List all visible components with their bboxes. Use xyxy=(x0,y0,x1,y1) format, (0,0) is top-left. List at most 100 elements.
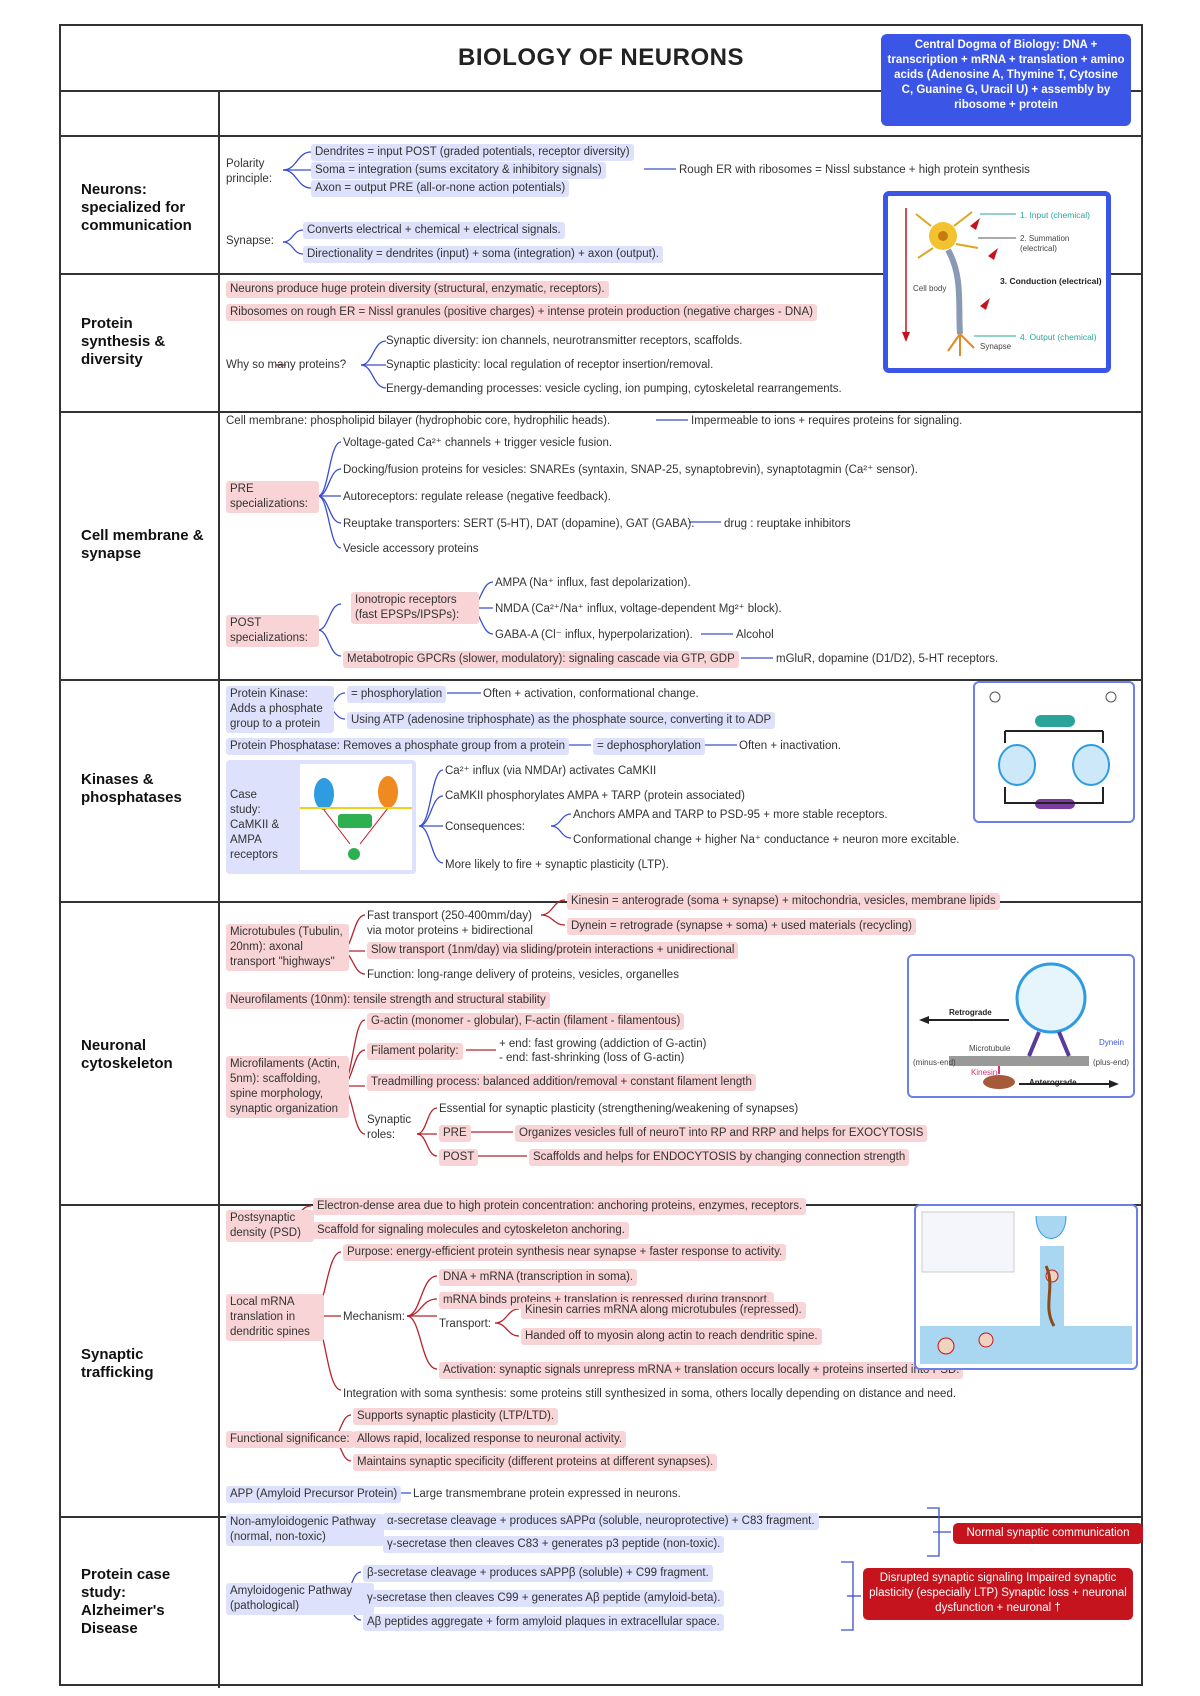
case-study-label: Case study: CaMKII & AMPA receptors xyxy=(230,788,288,863)
fig-label-input: 1. Input (chemical) xyxy=(1020,210,1090,220)
why-proteins-label: Why so many proteins? xyxy=(226,357,346,374)
mechanism-transcription: DNA + mRNA (transcription in soma). xyxy=(439,1269,637,1286)
normal-communication-box: Normal synaptic communication xyxy=(953,1523,1143,1544)
gamma-c99-note: γ-secretase then cleaves C99 + generates… xyxy=(363,1590,724,1607)
pre-role-note: Organizes vesicles full of neuroT into R… xyxy=(515,1125,927,1142)
purpose-note: Purpose: energy-efficient protein synthe… xyxy=(343,1244,786,1261)
section-label: Neurons: specialized for communication xyxy=(81,181,211,235)
amyloidogenic-label: Amyloidogenic Pathway (pathological) xyxy=(226,1583,374,1615)
converts-note: Converts electrical + chemical + electri… xyxy=(303,222,565,239)
significance-rapid: Allows rapid, localized response to neur… xyxy=(353,1431,626,1448)
fig-anterograde: Anterograde xyxy=(1029,1078,1077,1088)
pre-specializations-label: PRE specializations: xyxy=(226,481,319,513)
fig-label-cell-body: Cell body xyxy=(913,284,946,294)
microfilaments-label: Microfilaments (Actin, 5nm): scaffolding… xyxy=(226,1056,349,1118)
polarity-label: Polarity principle: xyxy=(226,156,286,188)
kinesin-note: Kinesin = anterograde (soma + synapse) +… xyxy=(567,893,1000,910)
local-translation-label: Local mRNA translation in dendritic spin… xyxy=(226,1294,324,1341)
fig-label-summation: 2. Summation (electrical) xyxy=(1020,234,1100,254)
why-synaptic-diversity: Synaptic diversity: ion channels, neurot… xyxy=(386,333,742,350)
atp-note: Using ATP (adenosine triphosphate) as th… xyxy=(347,712,775,729)
significance-specificity: Maintains synaptic specificity (differen… xyxy=(353,1454,717,1471)
plasticity-essential-note: Essential for synaptic plasticity (stren… xyxy=(439,1101,798,1118)
microtubules-label: Microtubules (Tubulin, 20nm): axonal tra… xyxy=(226,924,349,971)
kinase-cycle-figure xyxy=(973,681,1135,823)
reuptake-drug-note: drug : reuptake inhibitors xyxy=(724,516,851,533)
fast-transport-note: Fast transport (250-400mm/day) via motor… xyxy=(367,908,547,940)
filament-polarity-label: Filament polarity: xyxy=(367,1043,463,1060)
ribosomes-note: Ribosomes on rough ER = Nissl granules (… xyxy=(226,304,817,321)
ampa-note: AMPA (Na⁺ influx, fast depolarization). xyxy=(495,575,691,592)
post-specializations-label: POST specializations: xyxy=(226,615,319,647)
fig-plus-end: (plus-end) xyxy=(1093,1058,1129,1068)
fig-minus-end: (minus-end) xyxy=(913,1058,956,1068)
neurofilaments-note: Neurofilaments (10nm): tensile strength … xyxy=(226,992,550,1009)
soma-note: Soma = integration (sums excitatory & in… xyxy=(311,162,606,179)
treadmilling-note: Treadmilling process: balanced addition/… xyxy=(367,1074,756,1091)
section-label: Synaptic trafficking xyxy=(81,1346,191,1382)
transport-label: Transport: xyxy=(439,1316,491,1333)
section-label: Protein case study: Alzheimer's Disease xyxy=(81,1566,191,1638)
consequences-label: Consequences: xyxy=(445,819,525,836)
dephosphorylation-note: = dephosphorylation xyxy=(593,738,705,755)
app-description: Large transmembrane protein expressed in… xyxy=(413,1486,681,1503)
significance-plasticity: Supports synaptic plasticity (LTP/LTD). xyxy=(353,1408,558,1425)
psd-electron-dense: Electron-dense area due to high protein … xyxy=(313,1198,806,1215)
synapse-label: Synapse: xyxy=(226,233,274,250)
metabotropic-note: Metabotropic GPCRs (slower, modulatory):… xyxy=(343,651,739,668)
fig-label-conduction: 3. Conduction (electrical) xyxy=(1000,276,1102,286)
dynein-note: Dynein = retrograde (synapse + soma) + u… xyxy=(567,918,916,935)
dendrites-note: Dendrites = input POST (graded potential… xyxy=(311,144,634,161)
psd-label: Postsynaptic density (PSD) xyxy=(226,1210,314,1242)
mechanism-label: Mechanism: xyxy=(343,1309,405,1326)
dephosphorylation-effect: Often + inactivation. xyxy=(739,738,841,755)
protein-kinase-label: Protein Kinase: Adds a phosphate group t… xyxy=(226,686,334,733)
minus-end-note: - end: fast-shrinking (loss of G-actin) xyxy=(499,1050,684,1067)
fig-microtubule: Microtubule xyxy=(969,1044,1010,1054)
mind-map-page: BIOLOGY OF NEURONS Central Dogma of Biol… xyxy=(59,24,1143,1686)
post-role-label: POST xyxy=(439,1149,478,1166)
fig-kinesin: Kinesin xyxy=(971,1068,997,1078)
pre-docking: Docking/fusion proteins for vesicles: SN… xyxy=(343,462,918,479)
integration-note: Integration with soma synthesis: some pr… xyxy=(343,1386,956,1403)
post-role-note: Scaffolds and helps for ENDOCYTOSIS by c… xyxy=(529,1149,909,1166)
gaba-note: GABA-A (Cl⁻ influx, hyperpolarization). xyxy=(495,627,693,644)
pre-autoreceptors: Autoreceptors: regulate release (negativ… xyxy=(343,489,611,506)
consequence-conformational: Conformational change + higher Na⁺ condu… xyxy=(573,832,959,849)
axon-note: Axon = output PRE (all-or-none action po… xyxy=(311,180,569,197)
alpha-secretase-note: α-secretase cleavage + produces sAPPα (s… xyxy=(383,1513,819,1530)
fig-retrograde: Retrograde xyxy=(949,1008,992,1018)
pre-calcium-channels: Voltage-gated Ca²⁺ channels + trigger ve… xyxy=(343,435,612,452)
nmda-note: NMDA (Ca²⁺/Na⁺ influx, voltage-dependent… xyxy=(495,601,782,618)
phosphorylation-effect: Often + activation, conformational chang… xyxy=(483,686,699,703)
membrane-note: Cell membrane: phospholipid bilayer (hyd… xyxy=(226,413,610,430)
plaques-note: Aβ peptides aggregate + form amyloid pla… xyxy=(363,1614,724,1631)
non-amyloidogenic-label: Non-amyloidogenic Pathway (normal, non-t… xyxy=(226,1514,384,1546)
transport-myosin: Handed off to myosin along actin to reac… xyxy=(521,1328,822,1345)
consequence-anchors: Anchors AMPA and TARP to PSD-95 + more s… xyxy=(573,807,888,824)
camkii-figure xyxy=(300,764,412,870)
ionotropic-label: Ionotropic receptors (fast EPSPs/IPSPs): xyxy=(351,592,479,624)
microtubule-function-note: Function: long-range delivery of protein… xyxy=(367,967,679,984)
synaptic-roles-label: Synaptic roles: xyxy=(367,1112,417,1144)
neuron-figure: 1. Input (chemical) 2. Summation (electr… xyxy=(883,191,1111,373)
functional-significance-label: Functional significance: xyxy=(226,1431,354,1448)
section-label: Neuronal cytoskeleton xyxy=(81,1037,191,1073)
pre-role-label: PRE xyxy=(439,1125,471,1142)
rough-er-note: Rough ER with ribosomes = Nissl substanc… xyxy=(679,162,1030,179)
mechanism-activation: Activation: synaptic signals unrepress m… xyxy=(439,1362,963,1379)
protein-phosphatase-note: Protein Phosphatase: Removes a phosphate… xyxy=(226,738,569,755)
why-synaptic-plasticity: Synaptic plasticity: local regulation of… xyxy=(386,357,713,374)
app-label: APP (Amyloid Precursor Protein) xyxy=(226,1486,401,1503)
case-study-box: Case study: CaMKII & AMPA receptors xyxy=(226,760,416,874)
fig-dynein: Dynein xyxy=(1099,1038,1124,1048)
slow-transport-note: Slow transport (1nm/day) via sliding/pro… xyxy=(367,942,738,959)
section-label: Kinases & phosphatases xyxy=(81,771,201,807)
actin-forms-note: G-actin (monomer - globular), F-actin (f… xyxy=(367,1013,684,1030)
local-translation-figure xyxy=(914,1204,1138,1370)
protein-diversity-note: Neurons produce huge protein diversity (… xyxy=(226,281,609,298)
section-label: Cell membrane & synapse xyxy=(81,527,206,563)
central-dogma-box: Central Dogma of Biology: DNA + transcri… xyxy=(881,34,1131,126)
beta-secretase-note: β-secretase cleavage + produces sAPPβ (s… xyxy=(363,1565,713,1582)
membrane-impermeable: Impermeable to ions + requires proteins … xyxy=(691,413,962,430)
